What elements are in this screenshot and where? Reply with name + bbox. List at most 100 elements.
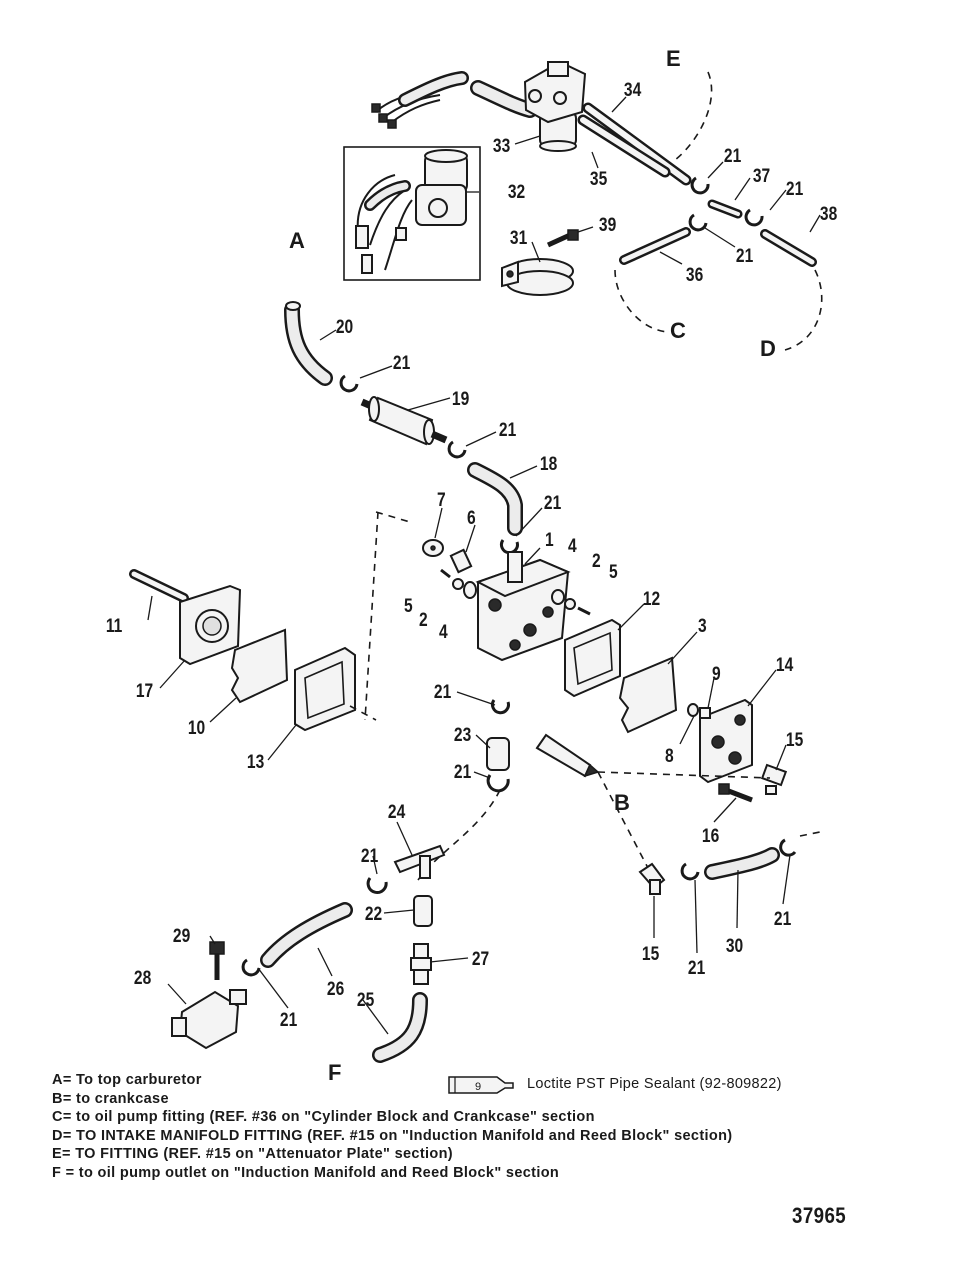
part-15-fitting-upper: [760, 763, 788, 795]
legend-line-f: F = to oil pump outlet on "Induction Man…: [52, 1164, 560, 1181]
callout-28: 28: [134, 967, 152, 989]
callout-20: 20: [336, 316, 353, 338]
leader-lines: [147, 96, 821, 1035]
sealant-label: Loctite PST Pipe Sealant (92-809822): [527, 1076, 782, 1092]
callout-8: 8: [665, 745, 674, 767]
callout-15: 15: [642, 943, 660, 965]
callout-21: 21: [688, 957, 706, 979]
callout-1: 1: [545, 529, 554, 551]
callout-5: 5: [609, 561, 618, 583]
part-29-bolt: [209, 941, 225, 980]
callout-24: 24: [388, 801, 406, 823]
callout-38: 38: [820, 203, 838, 225]
callout-26: 26: [327, 978, 345, 1000]
part-24-tee: [393, 844, 446, 879]
callout-21: 21: [280, 1009, 298, 1031]
callout-13: 13: [247, 751, 265, 773]
part-27-fitting: [410, 943, 432, 985]
route-letter-c: C: [670, 318, 686, 343]
callout-9: 9: [712, 663, 721, 685]
legend-line-e: E= TO FITTING (REF. #15 on "Attenuator P…: [52, 1146, 453, 1162]
callout-21: 21: [499, 419, 517, 441]
callout-6: 6: [467, 507, 476, 529]
legend-line-b: B= to crankcase: [52, 1090, 169, 1107]
callout-16: 16: [702, 825, 720, 847]
legend-line-d: D= TO INTAKE MANIFOLD FITTING (REF. #15 …: [52, 1127, 733, 1144]
part-39-screw: [546, 229, 579, 248]
route-letter-e: E: [666, 46, 681, 71]
callout-21: 21: [774, 908, 792, 930]
route-letters: A B C D E F: [289, 46, 776, 1085]
small-parts: [422, 539, 591, 616]
callout-10: 10: [188, 717, 205, 739]
part-18-hose: [467, 462, 523, 536]
callout-27: 27: [472, 948, 489, 970]
part-1-fuel-pump-body: [475, 551, 571, 662]
part-31-clamp: [501, 258, 574, 296]
callout-33: 33: [493, 135, 511, 157]
part-10-diaphragm: [230, 628, 289, 704]
parts-36-37-38-tubes: [619, 199, 817, 267]
callout-7: 7: [437, 489, 446, 511]
callout-21: 21: [786, 178, 804, 200]
parts-8-9-check-valve: [687, 703, 711, 719]
parts-34-35-tubes: [577, 102, 692, 186]
callout-21: 21: [544, 492, 562, 514]
callout-12: 12: [643, 588, 660, 610]
part-22-hose: [413, 895, 433, 927]
callout-36: 36: [686, 264, 704, 286]
callout-11: 11: [106, 615, 123, 637]
part-28-valve: [171, 989, 247, 1050]
route-letter-b: B: [614, 790, 630, 815]
callout-21: 21: [454, 761, 472, 783]
part-25-hose: [372, 992, 428, 1063]
callout-21: 21: [736, 245, 754, 267]
callout-22: 22: [365, 903, 382, 925]
legend-line-c: C= to oil pump fitting (REF. #36 on "Cyl…: [52, 1109, 595, 1125]
part-30-hose: [704, 847, 780, 880]
route-letter-d: D: [760, 336, 776, 361]
callout-21: 21: [724, 145, 742, 167]
part-17-cover-plate: [129, 569, 242, 666]
callout-31: 31: [510, 227, 528, 249]
route-legend: A= To top carburetor B= to crankcase C= …: [52, 1071, 852, 1182]
route-letter-a: A: [289, 228, 305, 253]
sealant-tube-9: [535, 733, 600, 778]
part-19-fuel-filter: [360, 396, 448, 446]
sealant-tube-mark: 9: [475, 1081, 481, 1093]
callout-32: 32: [508, 181, 525, 203]
callout-39: 39: [599, 214, 617, 236]
part-13-gasket: [294, 646, 356, 732]
part-15-elbow: [638, 862, 666, 895]
legend-line-a: A= To top carburetor: [52, 1072, 202, 1088]
part-12-gasket: [564, 618, 621, 698]
part-32-inset: [343, 146, 481, 281]
part-33-solenoid: [371, 60, 587, 152]
callout-25: 25: [357, 989, 375, 1011]
callout-37: 37: [753, 165, 770, 187]
callout-21: 21: [393, 352, 411, 374]
callout-21: 21: [434, 681, 452, 703]
callout-15: 15: [786, 729, 804, 751]
callout-34: 34: [624, 79, 642, 101]
callout-2: 2: [419, 609, 428, 631]
callout-4: 4: [568, 535, 577, 557]
callout-numbers: 1 2 2 3 4 4 5 5 6 7 8 9 10 11 12 13 14 1…: [106, 79, 838, 1031]
part-23-hose: [486, 737, 510, 771]
part-14-pump-cover: [699, 698, 753, 784]
part-3-diaphragm: [618, 656, 678, 734]
callout-29: 29: [173, 925, 191, 947]
callout-21: 21: [361, 845, 379, 867]
figure-number: 37965: [792, 1203, 847, 1228]
sealant-tube-icon: 9: [448, 1076, 514, 1094]
callout-17: 17: [136, 680, 153, 702]
route-letter-f: F: [328, 1060, 341, 1085]
callout-5: 5: [404, 595, 413, 617]
part-26-hose: [260, 902, 353, 968]
callout-35: 35: [590, 168, 608, 190]
callout-3: 3: [698, 615, 707, 637]
callout-4: 4: [439, 621, 448, 643]
callout-30: 30: [726, 935, 743, 957]
sealant-note: 9 Loctite PST Pipe Sealant (92-809822): [447, 1073, 827, 1097]
